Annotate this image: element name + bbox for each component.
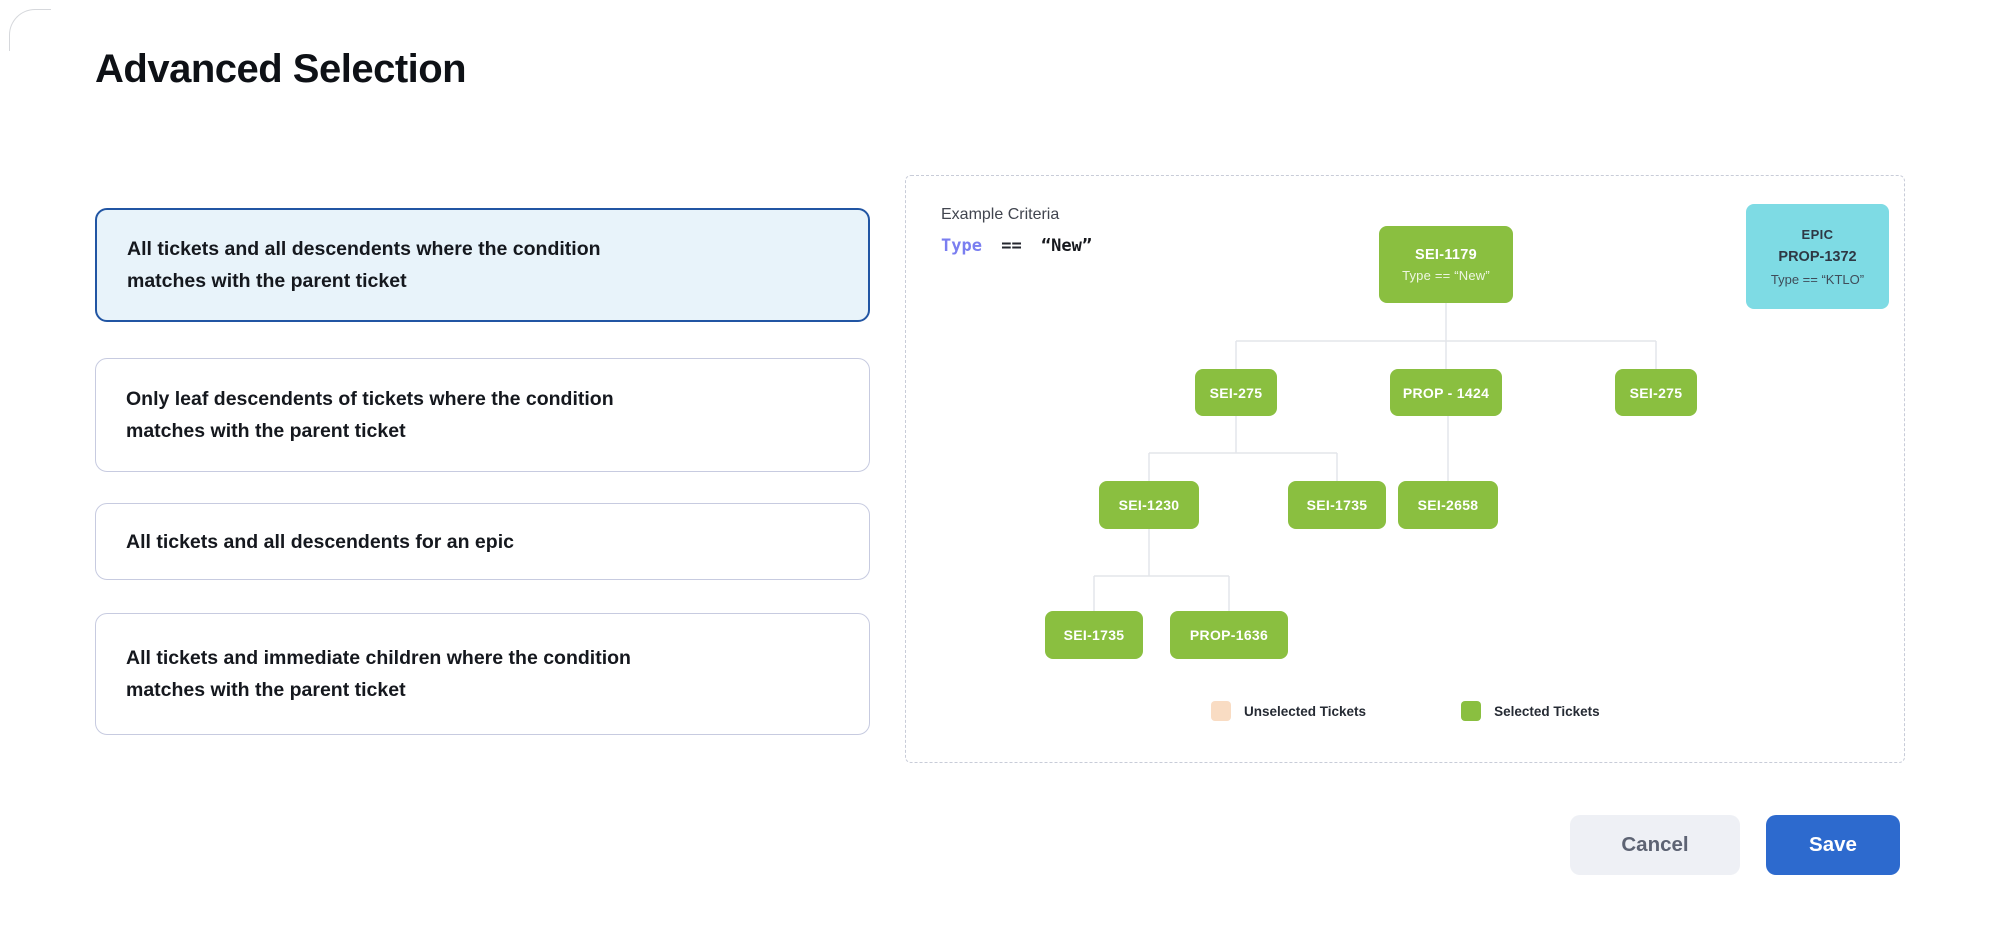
- node-condition: Type == “New”: [1402, 267, 1490, 283]
- unselected-tickets-swatch: [1211, 701, 1231, 721]
- tree-node: SEI-275: [1615, 369, 1697, 416]
- epic-type-label: EPIC: [1801, 226, 1834, 242]
- option-label: All tickets and all descendents where th…: [127, 238, 601, 292]
- tree-node: SEI-1735: [1288, 481, 1386, 529]
- node-label: SEI-1230: [1118, 497, 1180, 513]
- tree-node: SEI-1735: [1045, 611, 1143, 659]
- criteria-expression: Type == “New”: [941, 236, 1092, 256]
- page-title: Advanced Selection: [95, 47, 467, 91]
- node-label: PROP-1636: [1189, 627, 1269, 643]
- legend: Unselected Tickets Selected Tickets: [1211, 701, 1600, 721]
- legend-item-selected: Selected Tickets: [1461, 701, 1600, 721]
- save-button[interactable]: Save: [1766, 815, 1900, 875]
- legend-label: Selected Tickets: [1494, 703, 1600, 719]
- cancel-button[interactable]: Cancel: [1570, 815, 1740, 875]
- criteria-value: “New”: [1040, 236, 1093, 256]
- node-label: SEI-1179: [1414, 246, 1478, 263]
- option-label: All tickets and immediate children where…: [126, 647, 631, 701]
- node-label: SEI-2658: [1417, 497, 1479, 513]
- node-label: SEI-1735: [1306, 497, 1368, 513]
- option-label: All tickets and all descendents for an e…: [126, 530, 514, 553]
- tree-node: SEI-275: [1195, 369, 1277, 416]
- tree-node: PROP-1636: [1170, 611, 1288, 659]
- epic-card: EPIC PROP-1372 Type == “KTLO”: [1746, 204, 1889, 309]
- tree-connector-lines: [1093, 303, 1657, 611]
- example-preview-panel: Example Criteria Type == “New” EPIC PROP…: [905, 175, 1905, 763]
- tree-node-root: SEI-1179 Type == “New”: [1379, 226, 1513, 303]
- epic-id: PROP-1372: [1778, 248, 1857, 265]
- option-immediate-children-condition[interactable]: All tickets and immediate children where…: [95, 613, 870, 735]
- tree-node: SEI-2658: [1398, 481, 1498, 529]
- criteria-operator: ==: [1001, 236, 1022, 256]
- node-label: PROP - 1424: [1402, 384, 1490, 401]
- tree-node: SEI-1230: [1099, 481, 1199, 529]
- epic-condition: Type == “KTLO”: [1770, 271, 1865, 287]
- option-leaf-descendents-condition[interactable]: Only leaf descendents of tickets where t…: [95, 358, 870, 472]
- option-all-descendents-condition[interactable]: All tickets and all descendents where th…: [95, 208, 870, 322]
- option-label: Only leaf descendents of tickets where t…: [126, 388, 614, 442]
- legend-item-unselected: Unselected Tickets: [1211, 701, 1366, 721]
- selected-tickets-swatch: [1461, 701, 1482, 721]
- node-label: SEI-275: [1209, 384, 1263, 401]
- criteria-field: Type: [941, 236, 982, 256]
- example-criteria-label: Example Criteria: [941, 206, 1060, 223]
- node-label: SEI-275: [1629, 384, 1683, 401]
- node-label: SEI-1735: [1063, 627, 1125, 643]
- tree-node: PROP - 1424: [1390, 369, 1502, 416]
- legend-label: Unselected Tickets: [1244, 703, 1367, 719]
- option-all-descendents-epic[interactable]: All tickets and all descendents for an e…: [95, 503, 870, 580]
- dialog-corner-decoration: [9, 9, 51, 51]
